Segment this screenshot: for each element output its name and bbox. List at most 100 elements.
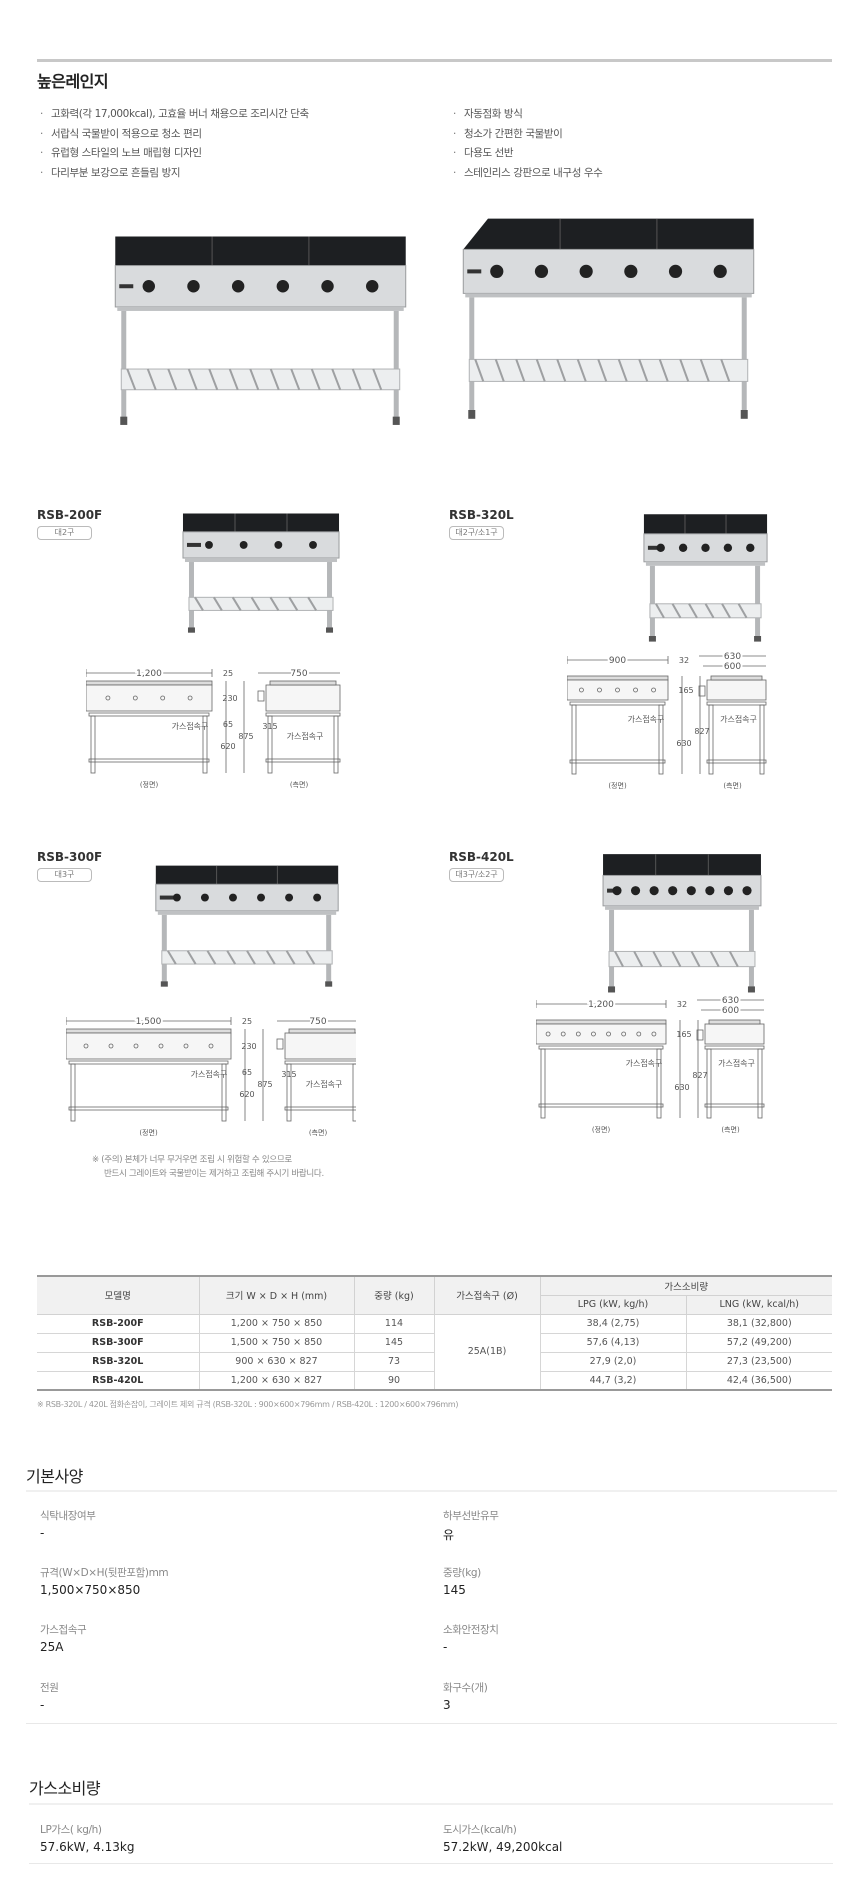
dimension-drawing: 1,200가스접속구2523065620875750315가스접속구(정면)(측…: [86, 667, 341, 789]
dimension-label: 230: [241, 1042, 256, 1051]
shelf: [188, 596, 334, 611]
shelf-slat: [146, 368, 157, 391]
feature-item: 스테인리스 강판으로 내구성 우수: [453, 165, 603, 185]
knob-icon: [158, 1043, 164, 1049]
leg: [757, 1048, 763, 1119]
cell-lng: 57,2 (49,200): [685, 1332, 832, 1353]
header-model: 모델명: [37, 1276, 200, 1315]
divider: [26, 1723, 837, 1724]
knob-icon: [575, 1031, 581, 1037]
leg: [656, 1048, 662, 1119]
dimension-label: 1,500: [136, 1017, 162, 1027]
knob-icon: [83, 1043, 89, 1049]
grate: [603, 854, 761, 876]
cell-weight: 145: [353, 1332, 435, 1353]
knob-icon: [133, 1043, 139, 1049]
note-line: 반드시 그레이트와 국물받이는 제거하고 조립해 주시기 바랍니다.: [104, 1169, 324, 1179]
gas-port-label: 가스접속구: [306, 1079, 343, 1089]
foot: [187, 627, 195, 633]
front-view-caption: (정면): [592, 1125, 611, 1134]
side-rail: [704, 1045, 765, 1050]
top-cap: [66, 1028, 232, 1034]
knob-icon: [651, 1031, 657, 1037]
cell-weight: 114: [353, 1313, 435, 1334]
cell-model: RSB-300F: [37, 1332, 200, 1353]
shelf-slat: [288, 596, 299, 611]
dimension-label: 65: [223, 720, 233, 729]
shelf-slat: [688, 603, 698, 619]
shelf-slat: [305, 950, 316, 965]
divider: [29, 1803, 833, 1805]
knob-icon: [624, 264, 638, 278]
shelf-slat: [655, 603, 665, 619]
shelf-slat: [709, 950, 720, 968]
dimension-label: 630: [674, 1083, 689, 1092]
header-lng: LNG (kW, kcal/h): [685, 1295, 832, 1315]
side-grate: [708, 1019, 761, 1025]
spec-value: 57.6kW, 4.13kg: [40, 1840, 135, 1854]
cell-size: 1,200 × 750 × 850: [198, 1313, 355, 1334]
knob-icon: [183, 1043, 189, 1049]
model-name: RSB-320L: [449, 508, 514, 522]
feature-item: 청소가 간편한 국물받이: [453, 126, 602, 146]
spec-label: 규격(W×D×H(뒷판포함)mm: [40, 1567, 169, 1579]
cell-lpg: 38,4 (2,75): [539, 1313, 687, 1334]
leg: [469, 297, 475, 412]
spec-label: 전원: [40, 1682, 59, 1694]
shelf-slat: [250, 596, 261, 611]
burner-badge: 대2구: [37, 526, 92, 540]
shelf-slat: [721, 603, 731, 619]
shelf-slat: [246, 950, 256, 965]
dimension-label: 315: [281, 1070, 296, 1079]
side-view-caption: (측면): [290, 780, 309, 789]
shelf-slat: [265, 950, 276, 965]
side-body: [265, 684, 341, 712]
knob-icon: [172, 893, 181, 902]
front-view: [86, 669, 245, 774]
grate: [643, 514, 768, 534]
brand-plate: [647, 545, 662, 550]
foot: [392, 416, 400, 425]
dimension-label: 32: [679, 656, 689, 665]
foot: [747, 986, 755, 993]
stand-rail: [538, 1045, 664, 1050]
cell-lpg: 44,7 (3,2): [539, 1370, 687, 1391]
top-cap: [536, 1019, 667, 1025]
dimension-label: 630: [722, 996, 739, 1006]
knob-icon: [366, 280, 379, 293]
shelf-slat: [269, 596, 280, 611]
dimension-label: 875: [257, 1080, 272, 1089]
knob-icon: [705, 886, 715, 896]
header-lpg: LPG (kW, kg/h): [540, 1295, 687, 1315]
shelf-slat: [226, 950, 237, 965]
cell-lng: 42,4 (36,500): [685, 1370, 832, 1391]
shelf-slat: [351, 368, 362, 391]
foot: [468, 410, 476, 419]
spec-value: -: [443, 1640, 448, 1654]
basic-spec-title: 기본사양: [26, 1467, 83, 1486]
dimension-label: 630: [724, 652, 741, 662]
leg: [221, 1063, 227, 1122]
bottom-shelf: [538, 1103, 664, 1108]
page-title: 높은레인지: [37, 72, 109, 91]
knob-icon: [560, 1031, 566, 1037]
body: [66, 1032, 232, 1060]
cell-weight: 73: [353, 1351, 435, 1372]
brand-plate: [186, 542, 201, 547]
grate: [463, 218, 754, 250]
bottom-shelf: [284, 1106, 356, 1111]
grate: [182, 513, 340, 532]
stand-rail: [88, 712, 210, 717]
leg: [658, 704, 664, 775]
knob-icon: [742, 886, 752, 896]
shelf: [608, 950, 756, 968]
dimension-label: 875: [238, 732, 253, 741]
knob-icon: [668, 886, 678, 896]
header-weight: 중량 (kg): [353, 1276, 435, 1315]
spec-value: -: [40, 1526, 45, 1540]
knob-icon: [723, 543, 733, 552]
spec-value: -: [40, 1698, 45, 1712]
knob-icon: [321, 280, 334, 293]
side-view-caption: (측면): [309, 1128, 328, 1137]
